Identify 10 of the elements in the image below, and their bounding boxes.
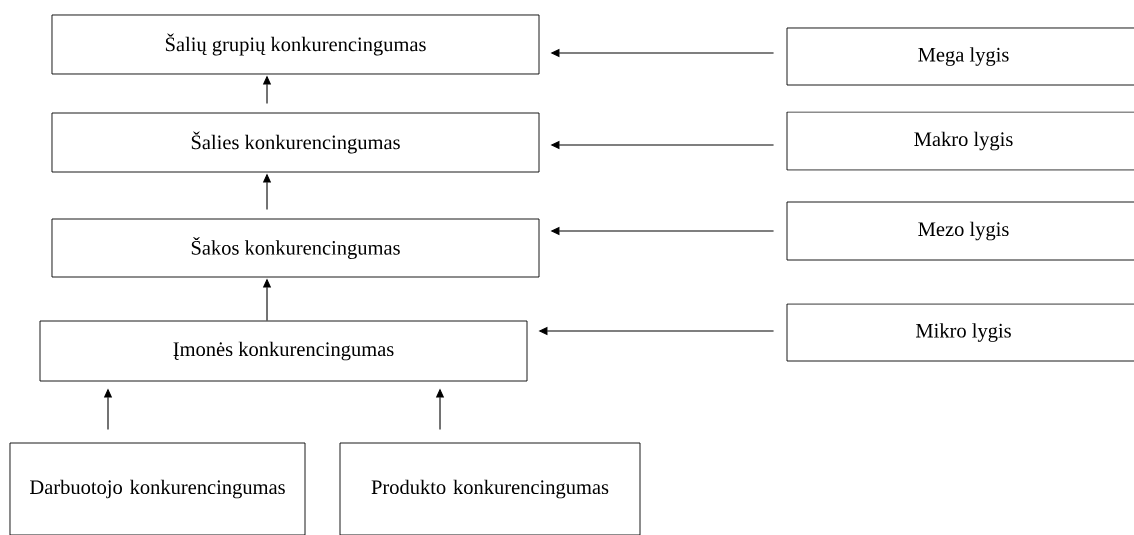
level-box: Mezo lygis [786, 201, 1134, 261]
process-box: Įmonės konkurencingumas [39, 320, 528, 382]
process-box: Produkto konkurencingumas [339, 442, 641, 535]
process-box: Darbuotojo konkurencingumas [9, 442, 306, 535]
process-box: Šalies konkurencingumas [51, 112, 540, 173]
level-box: Mikro lygis [786, 303, 1134, 362]
process-box: Šalių grupių konkurencingumas [51, 14, 540, 75]
level-box: Makro lygis [786, 111, 1134, 171]
level-box: Mega lygis [786, 27, 1134, 86]
process-box: Šakos konkurencingumas [51, 218, 540, 278]
